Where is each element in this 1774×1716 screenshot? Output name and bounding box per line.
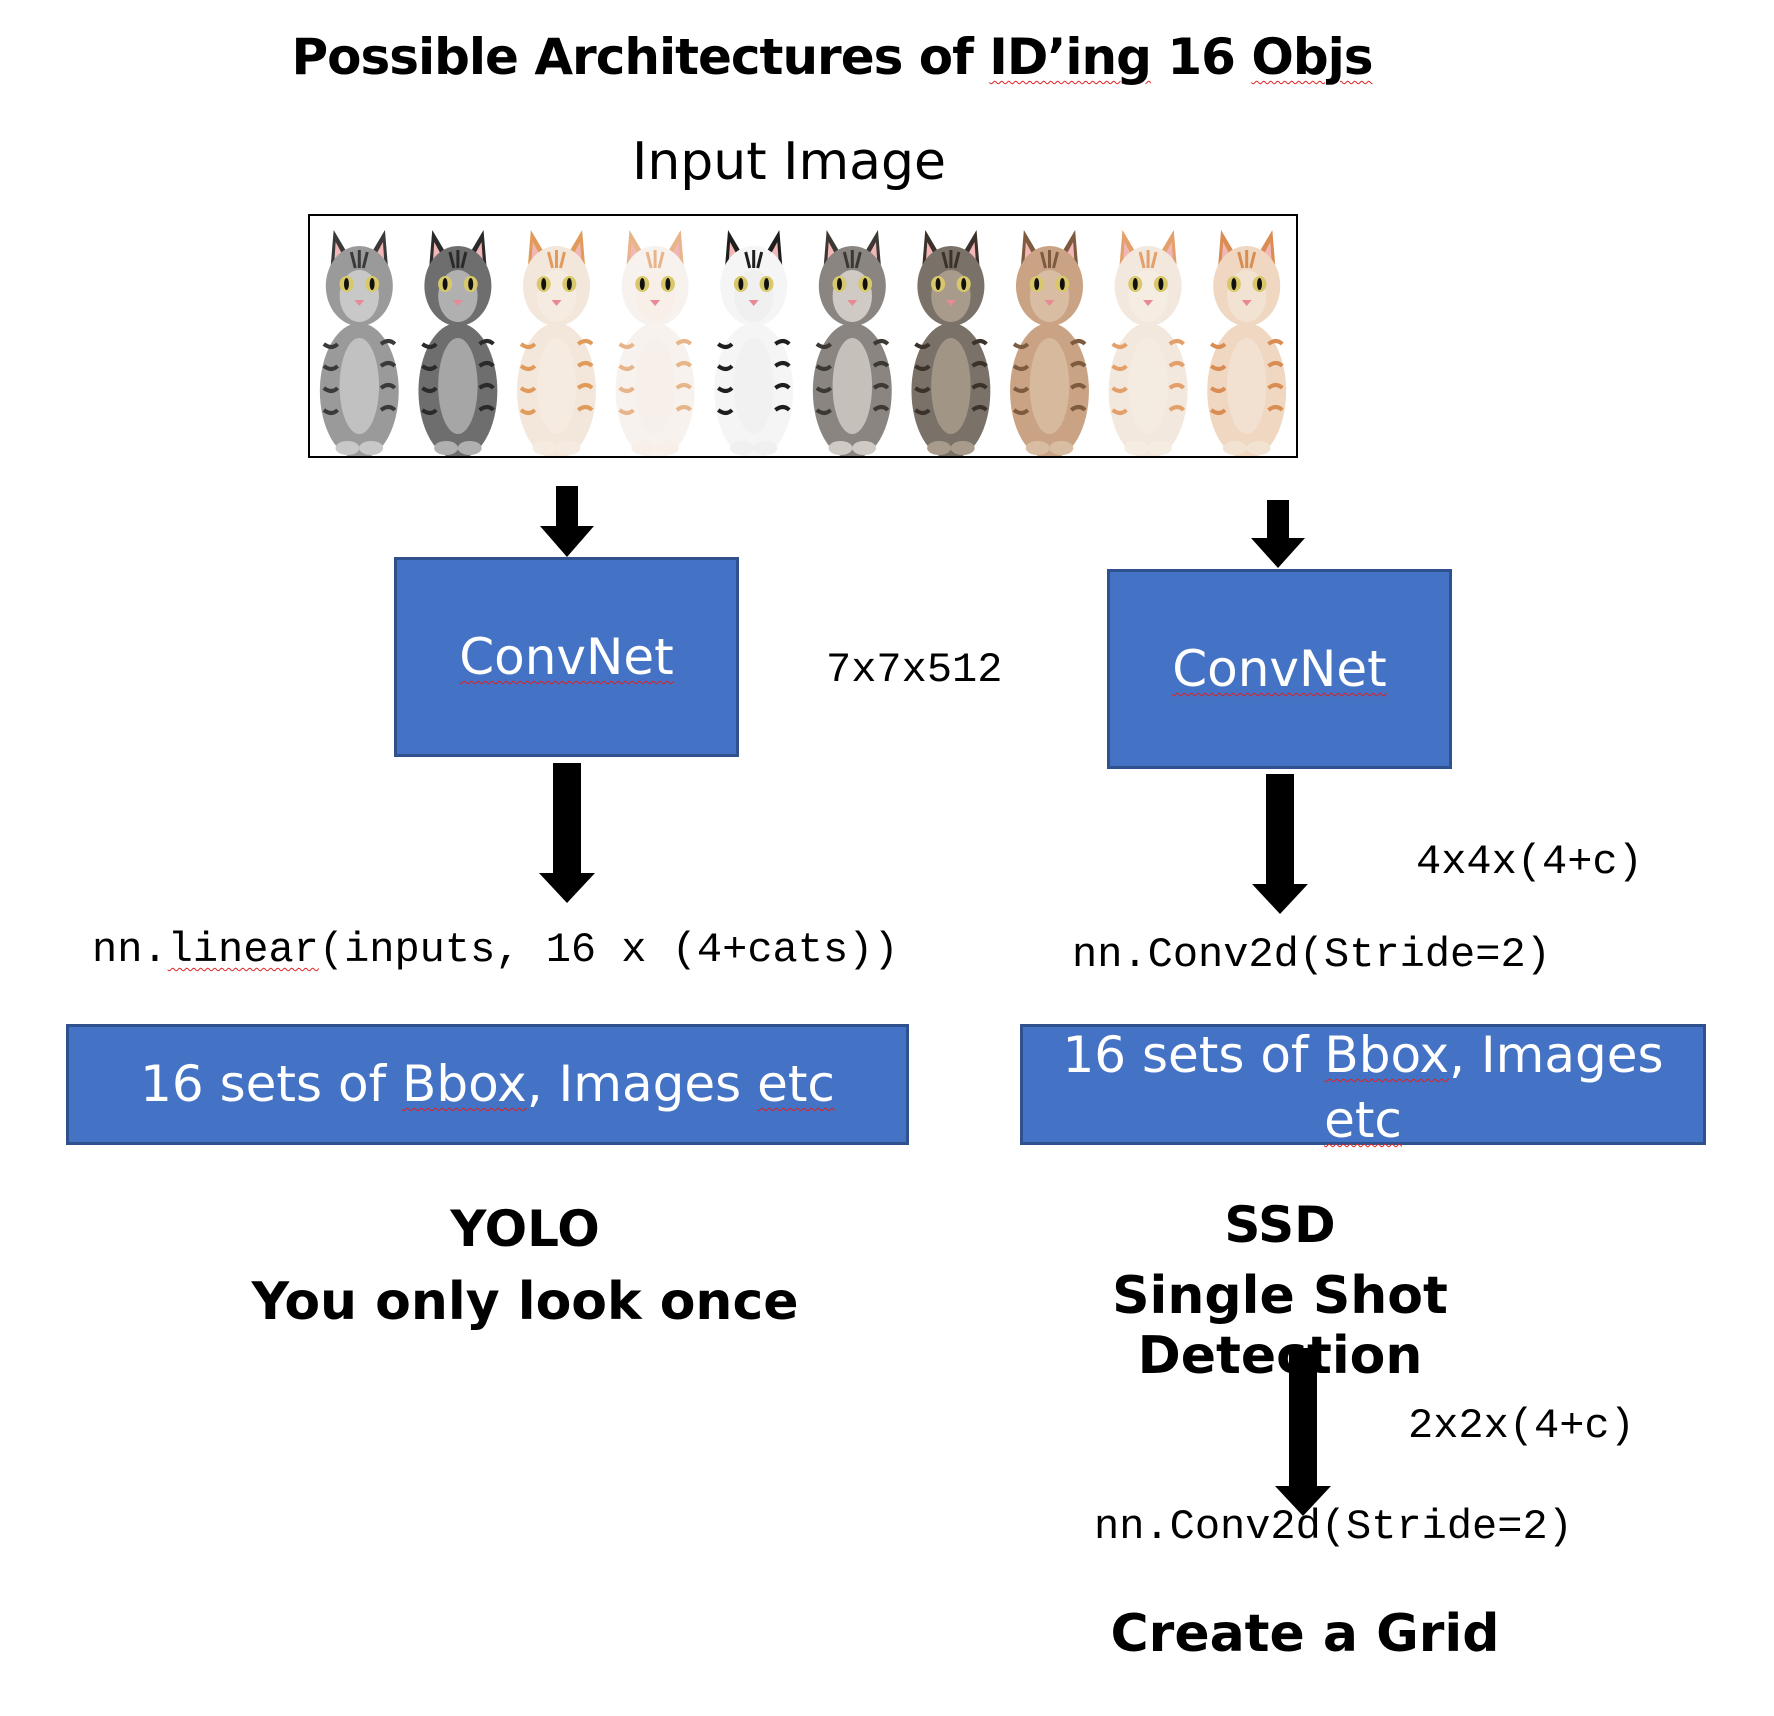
title-objs-word: Objs [1251, 28, 1373, 86]
input-image-label: Input Image [632, 132, 947, 192]
right-dim-4x4-label: 4x4x(4+c) [1416, 838, 1643, 886]
yolo-title: YOLO [450, 1200, 600, 1258]
ssd-subtitle: Single Shot Detection [1112, 1266, 1448, 1386]
left-convnet-label: ConvNet [459, 628, 674, 686]
title-id-word: ID’ing [989, 28, 1152, 86]
right-convnet-box: ConvNet [1107, 569, 1452, 769]
kitten-9 [1108, 230, 1188, 456]
kitten-1 [319, 230, 399, 456]
kittens-illustration [319, 230, 1287, 456]
right-convnet-label: ConvNet [1172, 640, 1387, 698]
kitten-3 [517, 230, 596, 456]
kitten-4 [615, 230, 695, 456]
left-output-box: 16 sets of Bbox, Images etc [66, 1024, 909, 1145]
kitten-10 [1207, 230, 1287, 456]
arrow-down-icon [540, 486, 594, 557]
page-title: Possible Architectures of ID’ing 16 Objs [291, 28, 1373, 86]
right-code-label-2: nn.Conv2d(Stride=2) [1094, 1503, 1573, 1551]
create-grid-label: Create a Grid [1110, 1604, 1500, 1664]
kitten-7 [911, 230, 991, 456]
kitten-8 [1010, 230, 1089, 456]
arrow-down-icon [539, 763, 595, 903]
ssd-title: SSD [1224, 1196, 1336, 1254]
right-dim-2x2-label: 2x2x(4+c) [1408, 1402, 1635, 1450]
yolo-subtitle: You only look once [251, 1272, 799, 1332]
left-code-label: nn.linear(inputs, 16 x (4+cats)) [92, 926, 899, 974]
kitten-2 [418, 230, 498, 456]
arrow-down-icon [1275, 1348, 1331, 1516]
left-output-label: 16 sets of Bbox, Images etc [140, 1055, 835, 1113]
left-convnet-box: ConvNet [394, 557, 739, 757]
middle-dim-label: 7x7x512 [826, 646, 1003, 694]
arrow-down-icon [1252, 774, 1308, 914]
kitten-5 [714, 230, 794, 456]
input-image [308, 214, 1298, 458]
right-code-label-1: nn.Conv2d(Stride=2) [1072, 931, 1551, 979]
arrow-down-icon [1251, 500, 1305, 568]
kitten-6 [812, 230, 892, 456]
